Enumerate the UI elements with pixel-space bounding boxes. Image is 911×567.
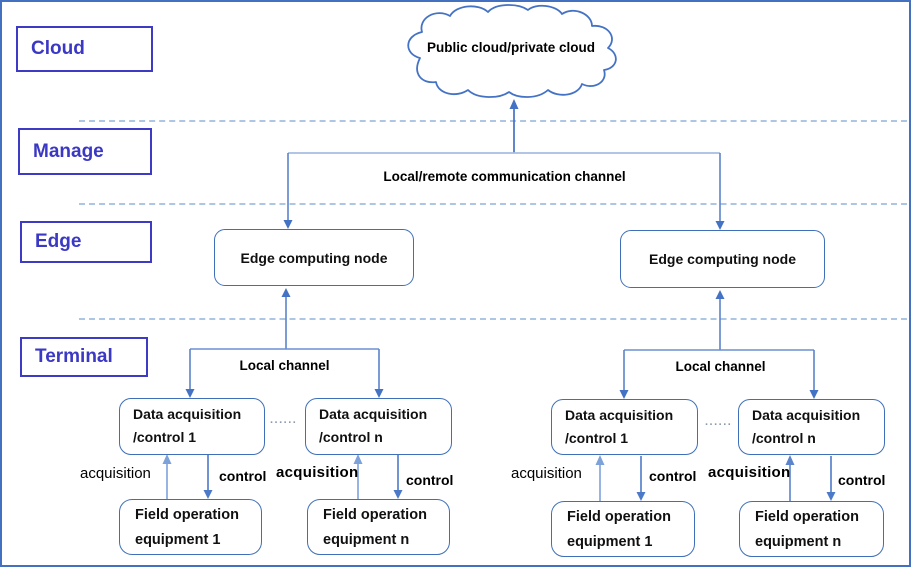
local-channel-bracket-right [619, 349, 819, 399]
control-arrow-left-n [393, 455, 403, 499]
layer-label-text: Manage [33, 140, 104, 162]
edge-node-left: Edge computing node [214, 229, 414, 286]
cloud-uplink-arrow [509, 99, 519, 153]
control-label-right-1: control [649, 468, 697, 484]
data-node-left-1: Data acquisition /control 1 [119, 398, 265, 455]
control-label-right-n: control [838, 472, 886, 488]
control-label-left-1: control [219, 468, 267, 484]
field-node-line: Field operation [135, 507, 239, 523]
data-node-line: /control 1 [565, 430, 629, 446]
data-node-line: Data acquisition [133, 406, 242, 422]
field-node-line: equipment n [755, 534, 842, 550]
edge-node-right: Edge computing node [620, 230, 825, 288]
data-node-left-n: Data acquisition /control n [305, 398, 452, 455]
data-node-line: /control n [752, 430, 816, 446]
layer-separator-cloud-manage [79, 120, 907, 122]
acquisition-label-left-1: acquisition [80, 465, 151, 482]
manage-channel-bracket [283, 152, 725, 230]
layer-label-cloud: Cloud [16, 26, 153, 72]
data-node-line: /control n [319, 429, 383, 445]
field-node-line: equipment n [323, 532, 410, 548]
field-node-line: Field operation [323, 507, 427, 523]
data-node-line: Data acquisition [752, 407, 861, 423]
local-channel-bracket-left [185, 348, 384, 398]
edge-node-label: Edge computing node [240, 249, 388, 266]
ellipsis-left: ...... [270, 414, 298, 426]
field-node-left-n: Field operation equipment n [307, 499, 450, 555]
layer-separator-edge-terminal [79, 318, 907, 320]
layer-label-terminal: Terminal [20, 337, 148, 377]
field-node-line: equipment 1 [135, 532, 221, 548]
field-node-line: equipment 1 [567, 534, 653, 550]
acquisition-arrow-left-1 [162, 454, 172, 499]
acquisition-arrow-right-1 [595, 455, 605, 501]
data-node-line: Data acquisition [319, 406, 428, 422]
ellipsis-right: ...... [705, 416, 733, 428]
layer-label-text: Cloud [31, 38, 85, 59]
field-node-line: Field operation [755, 509, 859, 525]
data-node-line: /control 1 [133, 429, 197, 445]
field-node-left-1: Field operation equipment 1 [119, 499, 262, 555]
manage-channel-label: Local/remote communication channel [383, 169, 626, 184]
acquisition-label-left-n: acquisition [276, 464, 359, 481]
control-arrow-left-1 [203, 455, 213, 499]
edge-uplink-arrow-right [715, 290, 725, 350]
layer-label-manage: Manage [18, 128, 152, 175]
layer-label-edge: Edge [20, 221, 152, 263]
control-arrow-right-1 [636, 456, 646, 501]
local-channel-label-right: Local channel [675, 359, 766, 374]
field-node-right-1: Field operation equipment 1 [551, 501, 695, 557]
control-arrow-right-n [826, 456, 836, 501]
cloud-node-label: Public cloud/private cloud [426, 40, 596, 55]
data-node-right-1: Data acquisition /control 1 [551, 399, 698, 455]
field-node-right-n: Field operation equipment n [739, 501, 884, 557]
layer-label-text: Edge [35, 231, 82, 252]
layer-label-text: Terminal [35, 346, 113, 367]
local-channel-label-left: Local channel [239, 358, 330, 373]
acquisition-label-right-1: acquisition [511, 465, 582, 482]
data-node-line: Data acquisition [565, 407, 674, 423]
field-node-line: Field operation [567, 509, 671, 525]
control-label-left-n: control [406, 472, 454, 488]
data-node-right-n: Data acquisition /control n [738, 399, 885, 455]
layer-separator-manage-edge [79, 203, 907, 205]
edge-node-label: Edge computing node [649, 251, 796, 267]
acquisition-label-right-n: acquisition [708, 464, 791, 481]
